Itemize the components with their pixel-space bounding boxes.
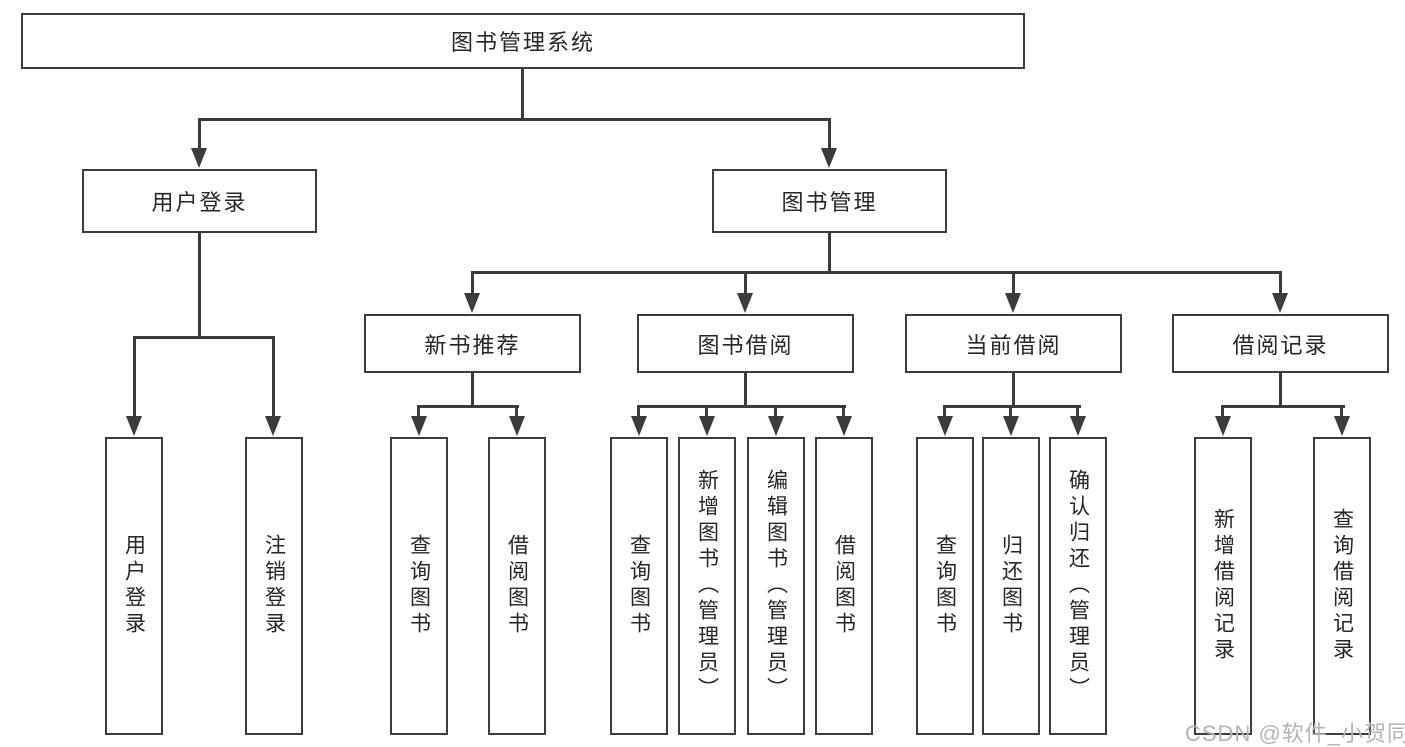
connector-arrow bbox=[1272, 293, 1288, 313]
leaf-borrow-books-2: 借阅图书 bbox=[815, 437, 873, 735]
leaf-borrow-books-1: 借阅图书 bbox=[488, 437, 546, 735]
leaf-add-borrow-record: 新增借阅记录 bbox=[1194, 437, 1252, 735]
connector-vline bbox=[1340, 405, 1343, 419]
node-root-label: 图书管理系统 bbox=[450, 30, 595, 55]
leaf-query-books-2-label: 查询图书 bbox=[627, 534, 651, 638]
leaf-query-borrow-record-label: 查询借阅记录 bbox=[1330, 508, 1354, 664]
leaf-edit-books-admin: 编辑图书（管理员） bbox=[747, 437, 805, 735]
connector-vline bbox=[1221, 405, 1224, 419]
leaf-query-books-3-label: 查询图书 bbox=[933, 534, 957, 638]
connector-arrow bbox=[464, 293, 480, 313]
leaf-query-books-1-label: 查询图书 bbox=[407, 534, 431, 638]
connector-hline bbox=[133, 336, 275, 339]
connector-vline bbox=[471, 373, 474, 407]
connector-vline bbox=[198, 118, 201, 152]
leaf-user-login: 用户登录 bbox=[105, 437, 163, 735]
connector-arrow bbox=[821, 148, 837, 168]
leaf-return-books-label: 归还图书 bbox=[999, 534, 1023, 638]
connector-arrow bbox=[1215, 416, 1231, 436]
connector-vline bbox=[198, 233, 201, 338]
connector-vline bbox=[417, 405, 420, 419]
connector-vline bbox=[471, 271, 474, 295]
node-book-management: 图书管理 bbox=[712, 169, 947, 233]
leaf-query-borrow-record: 查询借阅记录 bbox=[1313, 437, 1371, 735]
leaf-user-login-label: 用户登录 bbox=[122, 534, 146, 638]
leaf-query-books-2: 查询图书 bbox=[610, 437, 668, 735]
connector-vline bbox=[133, 336, 136, 418]
connector-hline bbox=[417, 405, 519, 408]
connector-arrow bbox=[937, 416, 953, 436]
connector-vline bbox=[1279, 373, 1282, 407]
connector-vline bbox=[1012, 271, 1015, 295]
connector-arrow bbox=[1334, 416, 1350, 436]
leaf-logout-label: 注销登录 bbox=[262, 534, 286, 638]
connector-vline bbox=[943, 405, 946, 419]
connector-hline bbox=[1221, 405, 1345, 408]
csdn-watermark: CSDN @软件_小贺同学 bbox=[1185, 721, 1405, 746]
leaf-return-books: 归还图书 bbox=[982, 437, 1040, 735]
node-borrow-records-label: 借阅记录 bbox=[1232, 332, 1329, 358]
connector-vline bbox=[1009, 405, 1012, 419]
leaf-edit-books-admin-label: 编辑图书（管理员） bbox=[764, 469, 788, 703]
node-current-borrow-label: 当前借阅 bbox=[965, 332, 1062, 358]
connector-vline bbox=[744, 271, 747, 295]
leaf-confirm-return-admin: 确认归还（管理员） bbox=[1049, 437, 1107, 735]
connector-vline bbox=[521, 69, 524, 120]
connector-arrow bbox=[737, 293, 753, 313]
connector-vline bbox=[1279, 271, 1282, 295]
connector-vline bbox=[637, 405, 640, 419]
leaf-borrow-books-1-label: 借阅图书 bbox=[505, 534, 529, 638]
connector-arrow bbox=[836, 416, 852, 436]
connector-hline bbox=[471, 271, 1282, 274]
node-root: 图书管理系统 bbox=[21, 13, 1025, 69]
connector-vline bbox=[1012, 373, 1015, 407]
leaf-add-borrow-record-label: 新增借阅记录 bbox=[1211, 508, 1235, 664]
connector-hline bbox=[943, 405, 1081, 408]
leaf-logout: 注销登录 bbox=[245, 437, 303, 735]
connector-vline bbox=[828, 118, 831, 152]
node-book-borrow: 图书借阅 bbox=[637, 314, 854, 373]
connector-arrow bbox=[1005, 293, 1021, 313]
node-user-login: 用户登录 bbox=[82, 169, 317, 233]
leaf-add-books-admin-label: 新增图书（管理员） bbox=[695, 469, 719, 703]
connector-arrow bbox=[1070, 416, 1086, 436]
connector-vline bbox=[272, 336, 275, 418]
leaf-confirm-return-admin-label: 确认归还（管理员） bbox=[1066, 469, 1090, 703]
connector-arrow bbox=[411, 416, 427, 436]
node-book-management-label: 图书管理 bbox=[781, 190, 878, 215]
connector-arrow bbox=[699, 416, 715, 436]
connector-vline bbox=[744, 373, 747, 407]
leaf-query-books-3: 查询图书 bbox=[916, 437, 974, 735]
connector-arrow bbox=[509, 416, 525, 436]
connector-arrow bbox=[191, 148, 207, 168]
connector-arrow bbox=[631, 416, 647, 436]
node-user-login-label: 用户登录 bbox=[151, 190, 248, 215]
leaf-add-books-admin: 新增图书（管理员） bbox=[678, 437, 736, 735]
node-current-borrow: 当前借阅 bbox=[905, 314, 1122, 373]
connector-arrow bbox=[768, 416, 784, 436]
connector-vline bbox=[842, 405, 845, 419]
node-borrow-records: 借阅记录 bbox=[1172, 314, 1389, 373]
connector-arrow bbox=[1003, 416, 1019, 436]
connector-arrow bbox=[126, 416, 142, 436]
connector-arrow bbox=[265, 416, 281, 436]
leaf-borrow-books-2-label: 借阅图书 bbox=[832, 534, 856, 638]
connector-vline bbox=[515, 405, 518, 419]
connector-hline bbox=[198, 118, 831, 121]
node-new-book-recommend-label: 新书推荐 bbox=[424, 332, 521, 358]
connector-vline bbox=[705, 405, 708, 419]
connector-vline bbox=[1076, 405, 1079, 419]
node-new-book-recommend: 新书推荐 bbox=[364, 314, 581, 373]
leaf-query-books-1: 查询图书 bbox=[390, 437, 448, 735]
connector-vline bbox=[828, 233, 831, 274]
node-book-borrow-label: 图书借阅 bbox=[697, 332, 794, 358]
connector-vline bbox=[774, 405, 777, 419]
connector-hline bbox=[637, 405, 846, 408]
